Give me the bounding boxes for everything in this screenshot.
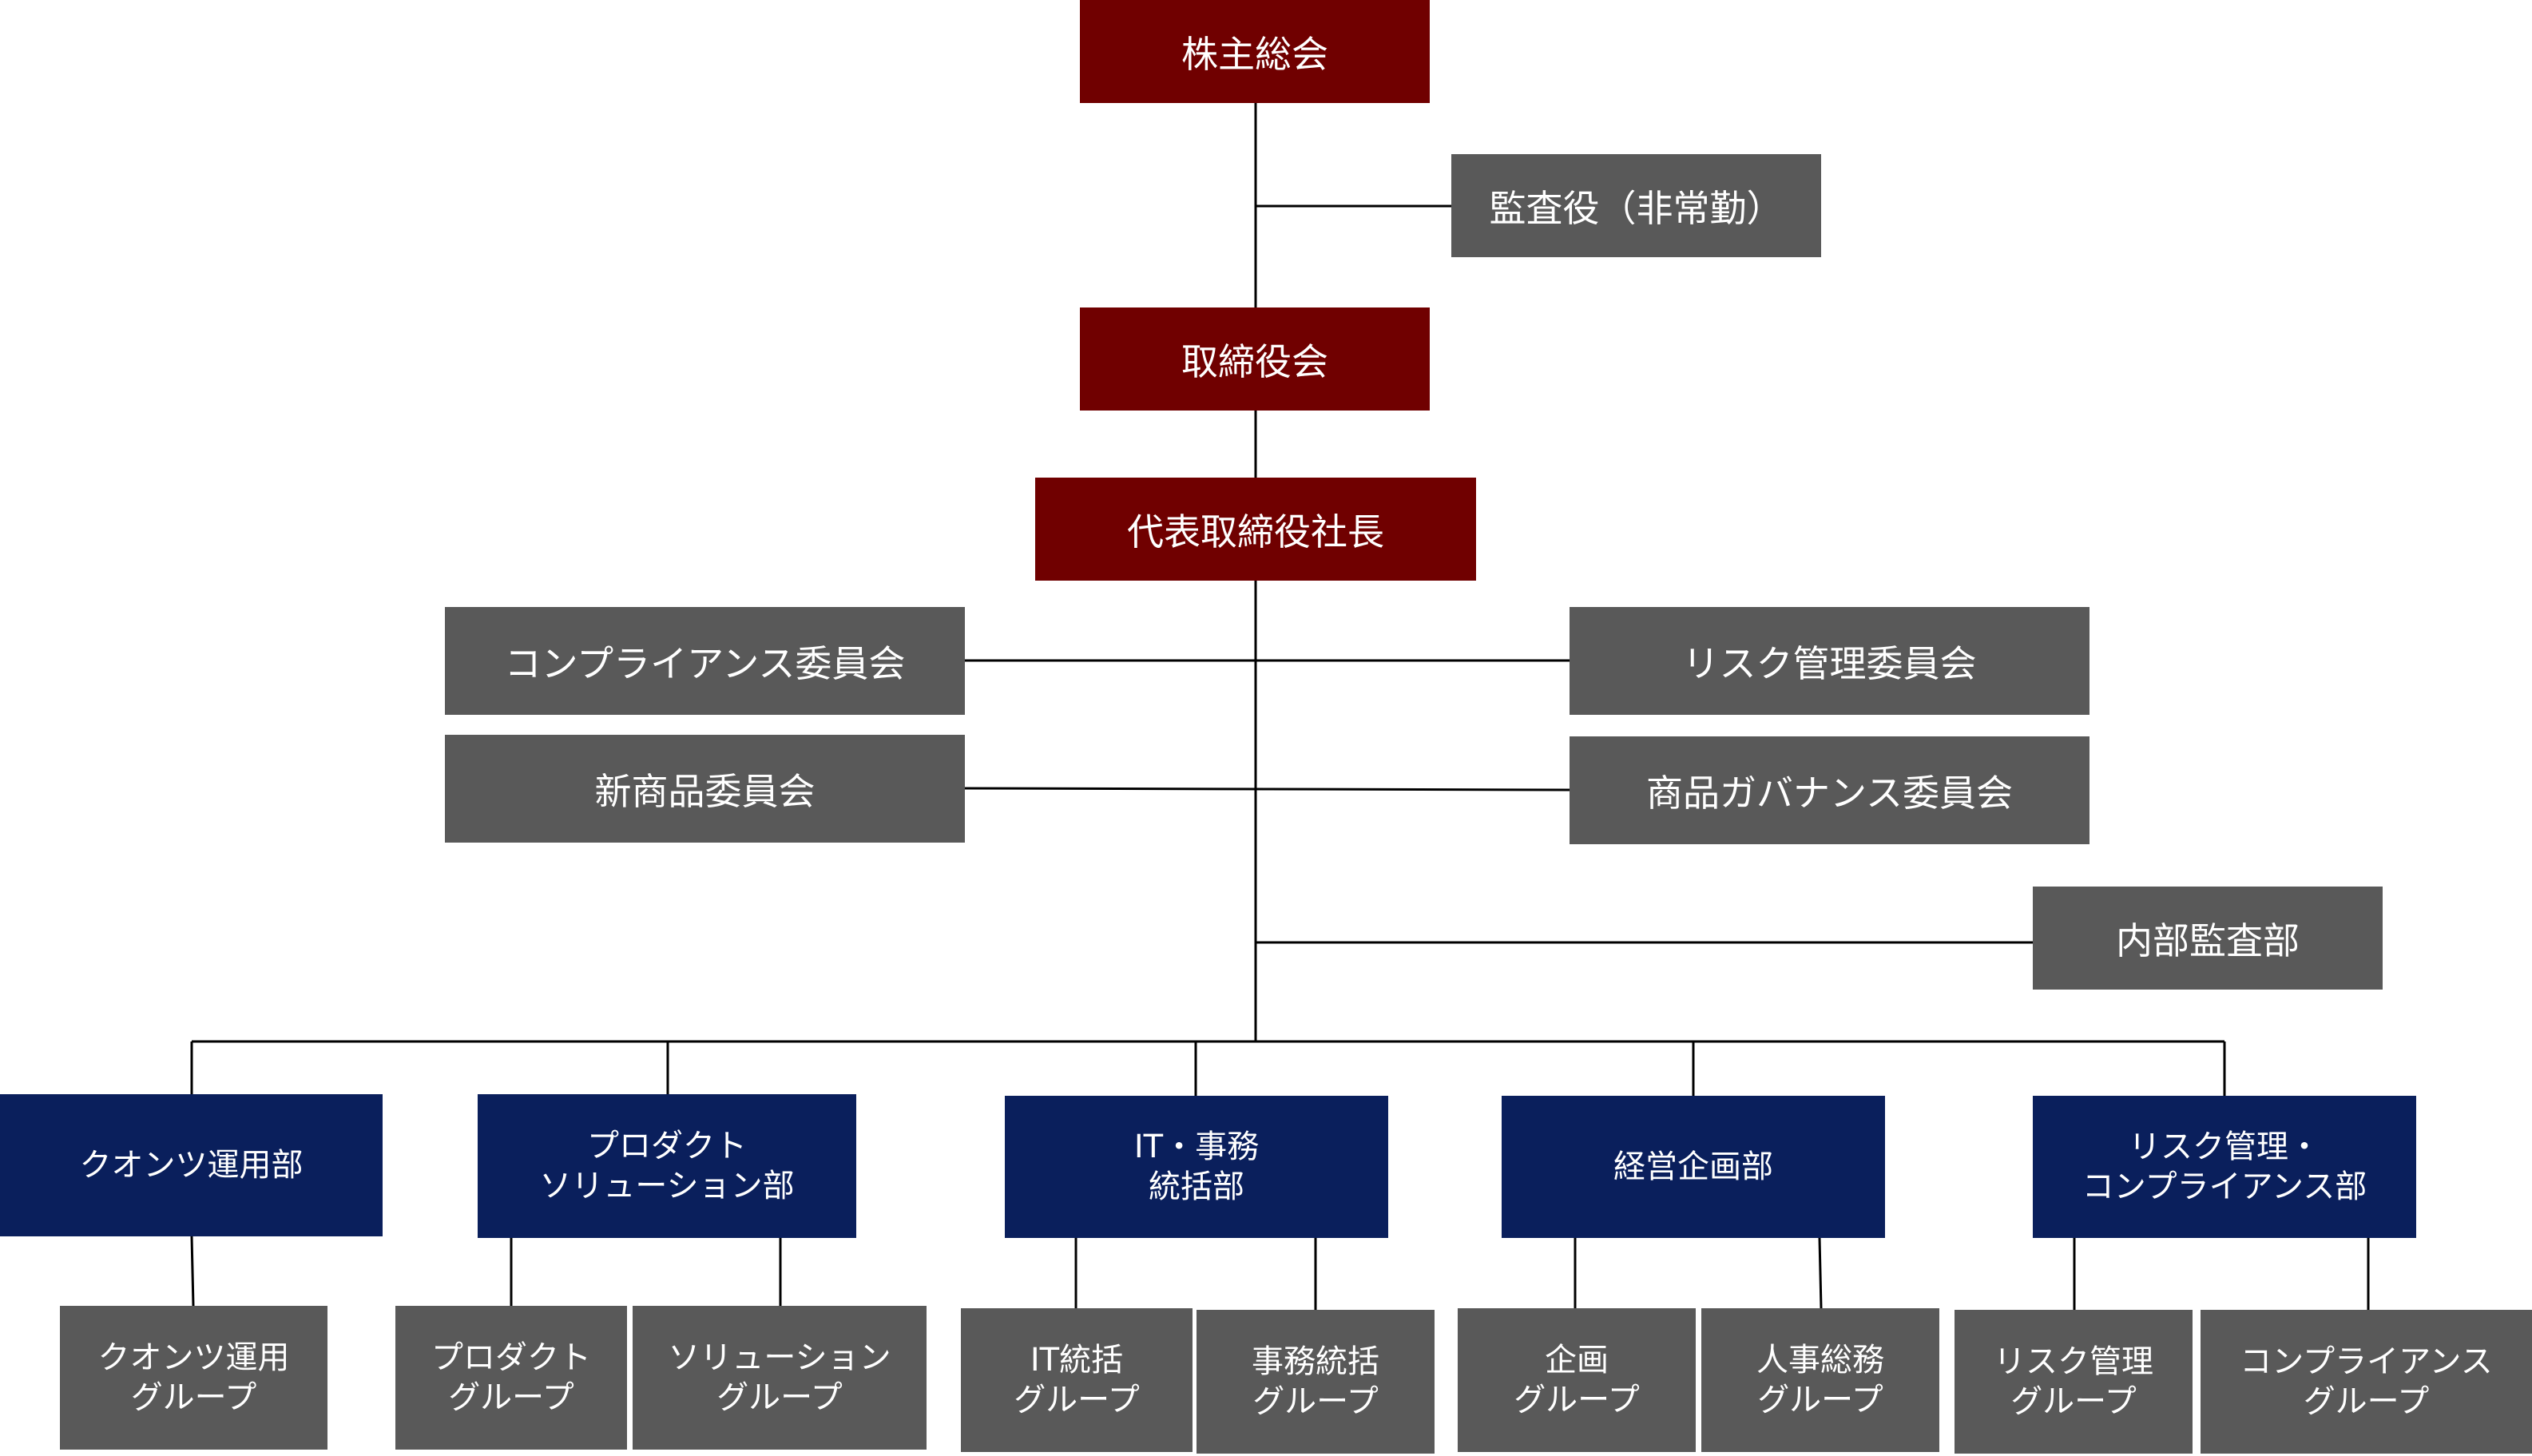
group-solution-box: ソリューション グループ xyxy=(633,1306,927,1450)
board-of-directors-label: 取締役会 xyxy=(1181,339,1328,383)
shareholders-meeting-label: 株主総会 xyxy=(1181,32,1328,76)
new-product-committee-label: 新商品委員会 xyxy=(594,769,816,813)
internal-audit-label: 内部監査部 xyxy=(2116,918,2300,962)
auditor-box: 監査役（非常勤） xyxy=(1451,154,1821,257)
department-risk-compliance-box: リスク管理・ コンプライアンス部 xyxy=(2033,1096,2416,1238)
internal-audit-box: 内部監査部 xyxy=(2033,887,2383,990)
department-it-operations-box: IT・事務 統括部 xyxy=(1005,1096,1388,1238)
group-it-box: IT統括 グループ xyxy=(961,1308,1193,1452)
department-label: リスク管理・ コンプライアンス部 xyxy=(2082,1129,2367,1205)
group-compliance-box: コンプライアンス グループ xyxy=(2201,1310,2532,1454)
group-product-box: プロダクト グループ xyxy=(395,1306,627,1450)
group-label: 事務統括 グループ xyxy=(1252,1343,1379,1420)
risk-committee-box: リスク管理委員会 xyxy=(1570,607,2089,715)
department-label: クオンツ運用部 xyxy=(79,1147,304,1184)
department-label: 経営企画部 xyxy=(1613,1149,1773,1185)
department-label: プロダクト ソリューション部 xyxy=(539,1128,795,1204)
group-hr-admin-box: 人事総務 グループ xyxy=(1701,1308,1939,1452)
department-product-solution-box: プロダクト ソリューション部 xyxy=(478,1094,856,1238)
group-quants-box: クオンツ運用 グループ xyxy=(60,1306,327,1450)
group-label: クオンツ運用 グループ xyxy=(97,1339,290,1416)
compliance-committee-box: コンプライアンス委員会 xyxy=(445,607,965,715)
product-governance-committee-label: 商品ガバナンス委員会 xyxy=(1645,771,2014,815)
group-label: プロダクト グループ xyxy=(431,1339,591,1416)
group-label: コンプライアンス グループ xyxy=(2240,1343,2493,1420)
group-operations-box: 事務統括 グループ xyxy=(1197,1310,1435,1454)
group-label: リスク管理 グループ xyxy=(1994,1343,2153,1420)
risk-committee-label: リスク管理委員会 xyxy=(1682,641,1977,685)
group-label: 人事総務 グループ xyxy=(1756,1342,1884,1418)
shareholders-meeting-box: 株主総会 xyxy=(1080,0,1430,103)
group-label: ソリューション グループ xyxy=(668,1339,891,1416)
compliance-committee-label: コンプライアンス委員会 xyxy=(504,641,906,685)
auditor-label: 監査役（非常勤） xyxy=(1489,186,1784,230)
product-governance-committee-box: 商品ガバナンス委員会 xyxy=(1570,736,2089,844)
board-of-directors-box: 取締役会 xyxy=(1080,307,1430,411)
group-label: 企画 グループ xyxy=(1514,1342,1640,1418)
president-label: 代表取締役社長 xyxy=(1127,510,1384,553)
group-risk-box: リスク管理 グループ xyxy=(1955,1310,2193,1454)
new-product-committee-box: 新商品委員会 xyxy=(445,735,965,843)
department-label: IT・事務 統括部 xyxy=(1133,1129,1260,1205)
department-quants-box: クオンツ運用部 xyxy=(0,1094,383,1236)
president-box: 代表取締役社長 xyxy=(1035,478,1476,581)
group-planning-box: 企画 グループ xyxy=(1458,1308,1696,1452)
department-corporate-planning-box: 経営企画部 xyxy=(1502,1096,1885,1238)
group-label: IT統括 グループ xyxy=(1014,1342,1140,1418)
